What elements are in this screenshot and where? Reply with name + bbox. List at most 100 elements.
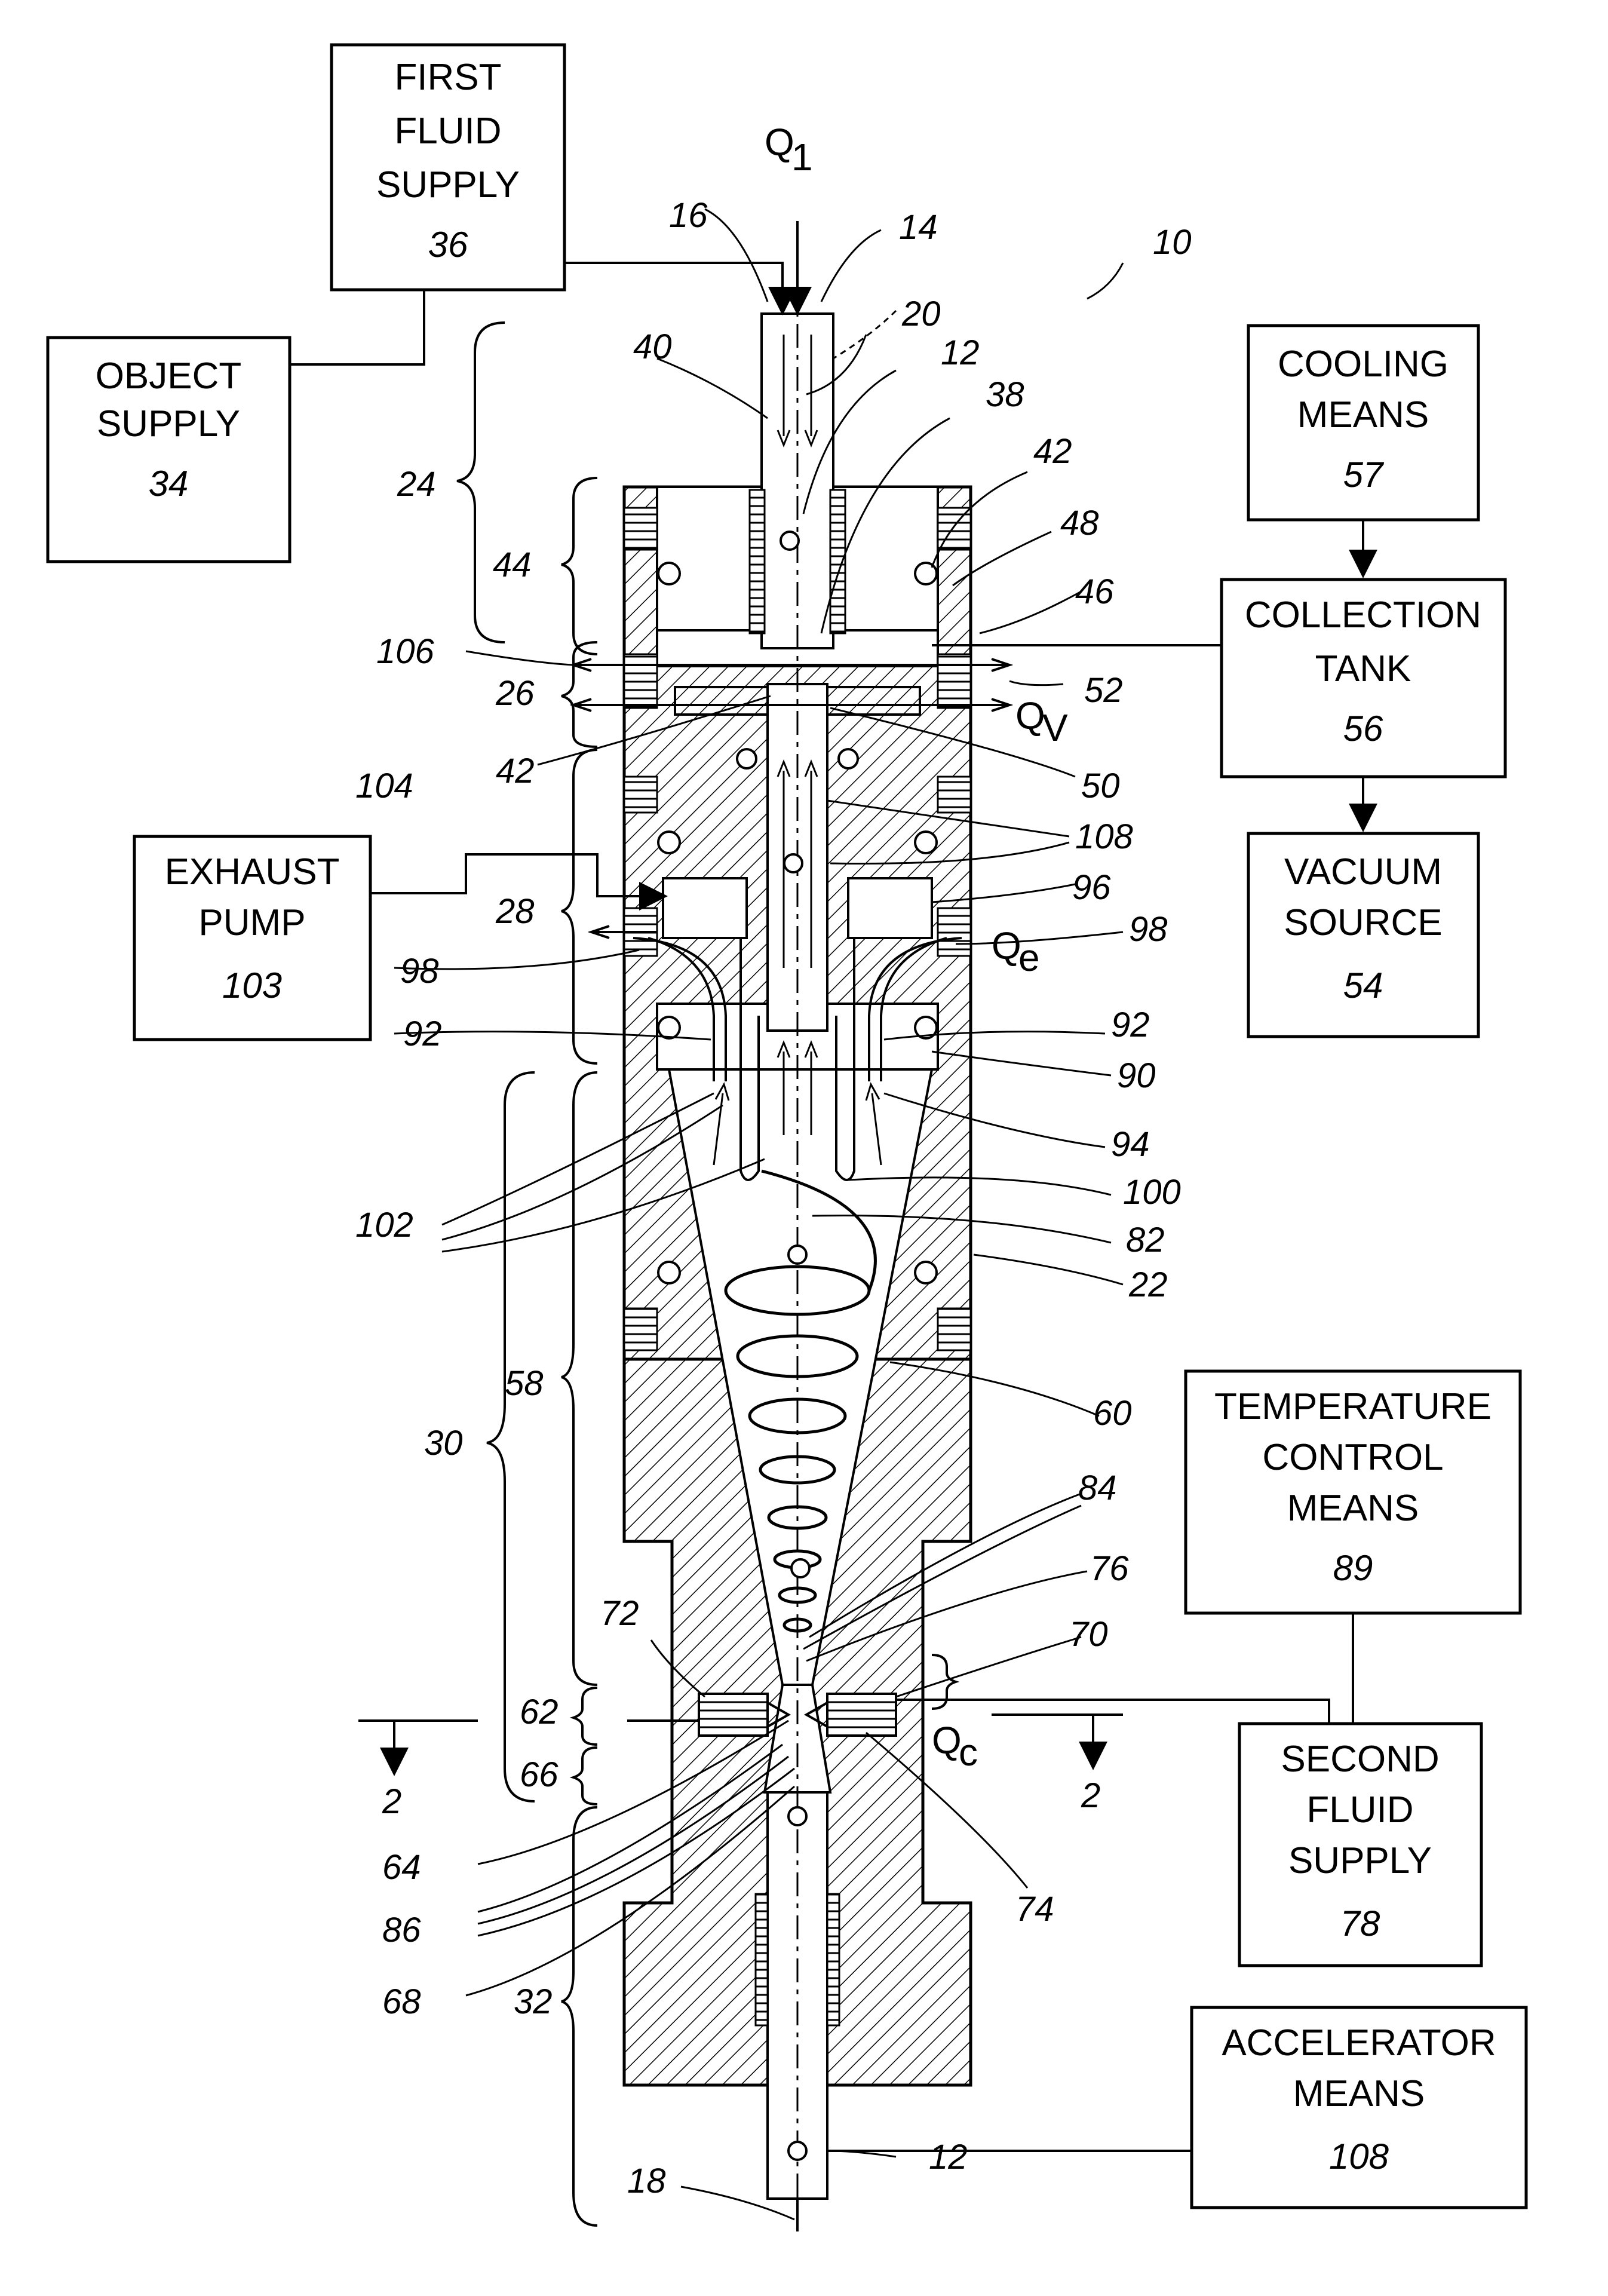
ref-numeral: 102: [355, 1206, 413, 1244]
thread: [624, 1308, 657, 1350]
ref-numeral: 98: [400, 952, 439, 991]
ref-numeral: 26: [495, 674, 535, 713]
block-label-line: SECOND: [1281, 1739, 1439, 1780]
block-label-line: OBJECT: [96, 355, 242, 397]
ref-numeral: 46: [1075, 572, 1114, 611]
ref-numeral: 90: [1117, 1056, 1156, 1095]
block-label-line: FIRST: [394, 57, 501, 98]
flow-label-qv: Q V: [1015, 694, 1068, 749]
flow-main: Q: [932, 1719, 962, 1762]
ref-numeral: 96: [1072, 868, 1111, 907]
ref-numeral: 42: [496, 752, 535, 790]
block-vacuum-source: VACUUM SOURCE 54: [1248, 833, 1478, 1037]
ref-numeral: 58: [505, 1364, 544, 1403]
o-ring: [658, 1262, 680, 1283]
thread: [624, 777, 657, 813]
ref-numeral: 64: [382, 1848, 421, 1887]
ref-numeral: 68: [382, 1982, 421, 2021]
block-label-line: PUMP: [198, 902, 305, 943]
ref-numeral: 42: [1033, 432, 1072, 471]
block-number: 108: [1329, 2136, 1389, 2177]
ref-numeral: 62: [520, 1693, 558, 1731]
block-label-line: SUPPLY: [376, 164, 520, 206]
block-label-line: VACUUM: [1284, 851, 1442, 893]
o-ring: [915, 563, 937, 584]
nozzle-fitting-70: [827, 1694, 896, 1736]
block-exhaust-pump: EXHAUST PUMP 103: [134, 836, 370, 1040]
ref-numeral: 92: [403, 1014, 442, 1053]
ref-numeral: 98: [1129, 910, 1168, 949]
block-label-line: COOLING: [1278, 344, 1449, 385]
ref-numeral: 32: [514, 1982, 553, 2021]
object-12: [781, 532, 799, 550]
block-collection-tank: COLLECTION TANK 56: [1222, 580, 1505, 777]
ref-numeral: 104: [355, 767, 413, 805]
ref-numeral: 84: [1078, 1469, 1117, 1507]
object-12-outlet: [788, 2142, 806, 2160]
thread: [624, 508, 657, 550]
thread: [938, 908, 971, 956]
block-number: 57: [1343, 455, 1385, 495]
block-label-line: MEANS: [1293, 2073, 1425, 2114]
ref-numeral: 2: [382, 1782, 401, 1821]
ref-numeral: 66: [520, 1755, 558, 1794]
block-number: 89: [1333, 1548, 1373, 1588]
block-label-line: FLUID: [394, 111, 501, 152]
block-label-line: TANK: [1315, 648, 1411, 689]
ref-numeral: 52: [1084, 671, 1123, 710]
ref-numeral: 72: [600, 1594, 639, 1633]
o-ring: [658, 832, 680, 853]
thread: [624, 654, 657, 708]
ref-numeral: 12: [941, 333, 980, 372]
flow-label-qc: Q c: [932, 1719, 978, 1774]
flow-main: Q: [765, 121, 794, 164]
o-ring: [737, 749, 756, 768]
block-first-fluid-supply: FIRST FLUID SUPPLY 36: [332, 45, 564, 290]
ref-numeral: 86: [382, 1911, 421, 1949]
ref-numeral: 100: [1123, 1173, 1181, 1212]
block-number: 54: [1343, 965, 1383, 1006]
flow-sub: e: [1018, 936, 1040, 979]
block-number: 34: [149, 464, 189, 504]
block-label-line: MEANS: [1297, 394, 1429, 436]
exhaust-chamber-left: [663, 878, 747, 938]
thread: [756, 1894, 768, 2025]
block-label-line: EXHAUST: [165, 851, 340, 893]
ref-numeral: 50: [1081, 767, 1120, 805]
exhaust-chamber-right: [848, 878, 932, 938]
o-ring: [658, 1017, 680, 1038]
ref-numeral: 30: [424, 1424, 463, 1463]
block-label-line: COLLECTION: [1245, 594, 1481, 636]
ref-numeral: 76: [1090, 1549, 1129, 1588]
ref-numeral: 16: [669, 196, 708, 235]
block-accelerator-means: ACCELERATOR MEANS 108: [1192, 2007, 1526, 2208]
block-second-fluid-supply: SECOND FLUID SUPPLY 78: [1239, 1724, 1481, 1966]
nozzle-fitting-72: [699, 1694, 768, 1736]
ref-numeral: 106: [376, 632, 435, 671]
object: [788, 1807, 806, 1825]
thread: [938, 777, 971, 813]
block-number: 36: [428, 225, 468, 265]
block-label-line: ACCELERATOR: [1222, 2022, 1496, 2064]
ref-numeral: 74: [1015, 1890, 1054, 1929]
ref-numeral: 108: [1075, 817, 1133, 856]
ref-numeral: 44: [493, 545, 532, 584]
block-label-line: MEANS: [1287, 1488, 1419, 1529]
block-object-supply: OBJECT SUPPLY 34: [48, 338, 290, 562]
thread: [938, 1308, 971, 1350]
block-label-line: TEMPERATURE: [1214, 1386, 1492, 1427]
flow-sub: V: [1042, 706, 1068, 749]
block-cooling-means: COOLING MEANS 57: [1248, 326, 1478, 520]
o-ring: [839, 749, 858, 768]
block-temperature-control-means: TEMPERATURE CONTROL MEANS 89: [1186, 1371, 1520, 1613]
o-ring: [915, 1262, 937, 1283]
thread: [938, 654, 971, 708]
ref-numeral: 10: [1153, 223, 1192, 262]
ref-numeral: 94: [1111, 1125, 1150, 1164]
ref-numeral: 40: [633, 327, 672, 366]
ref-numeral: 92: [1111, 1006, 1150, 1044]
o-ring: [658, 563, 680, 584]
block-label-line: FLUID: [1306, 1789, 1413, 1831]
ref-numeral: 60: [1093, 1394, 1132, 1433]
